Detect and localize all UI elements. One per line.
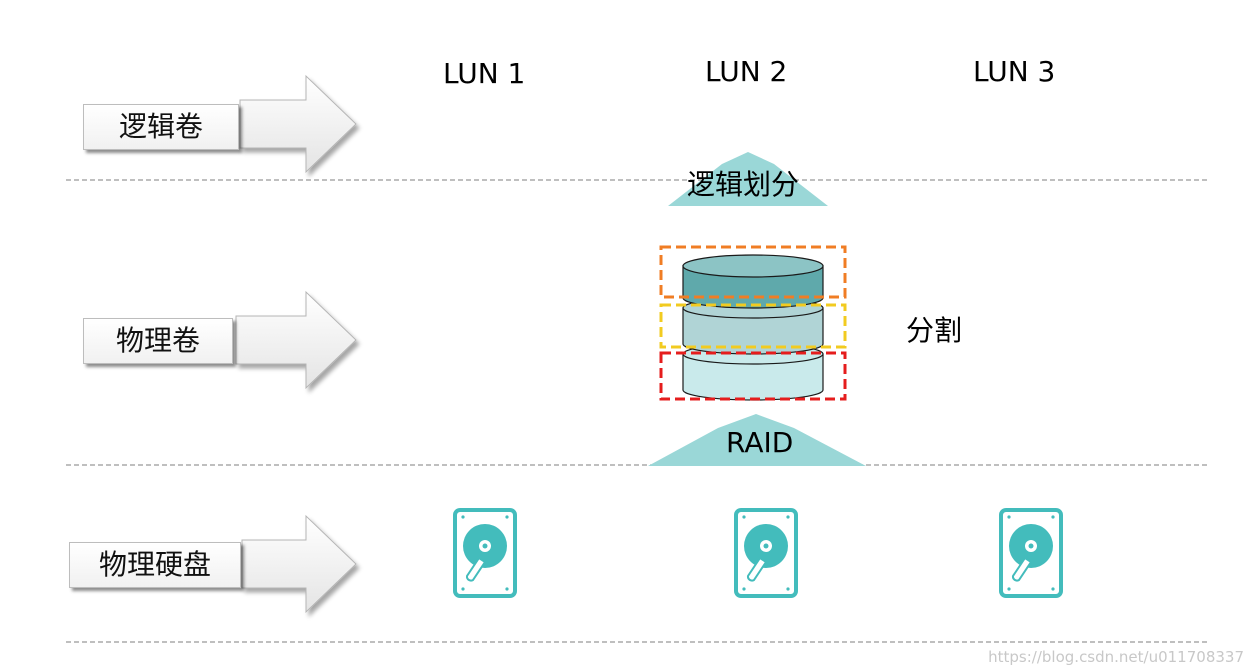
- lun-2-label: LUN 2: [705, 55, 788, 88]
- right-arrow-icon: [239, 74, 357, 174]
- raid-label: RAID: [726, 426, 794, 459]
- hard-disk-icon: [999, 508, 1063, 598]
- layer-label-physical-volume: 物理卷: [83, 318, 233, 364]
- lun-1-label: LUN 1: [443, 57, 526, 90]
- layer-label-logical-volume: 逻辑卷: [83, 104, 239, 150]
- split-label: 分割: [906, 314, 963, 347]
- partition-box-red: [659, 351, 847, 401]
- hard-disk-icon: [453, 508, 517, 598]
- right-arrow-icon: [241, 514, 357, 614]
- hard-disk-icon: [734, 508, 798, 598]
- layer-label-physical-disk: 物理硬盘: [69, 542, 241, 588]
- watermark: https://blog.csdn.net/u011708337: [988, 648, 1244, 666]
- right-arrow-icon: [235, 290, 357, 390]
- partition-box-yellow: [659, 303, 847, 349]
- up-arrow-icon: [668, 152, 828, 206]
- up-arrow-icon: [648, 414, 866, 466]
- disk-stack-icon: [682, 254, 824, 401]
- partition-box-orange: [659, 245, 847, 299]
- logical-split-label: 逻辑划分: [687, 168, 800, 201]
- lun-3-label: LUN 3: [973, 55, 1056, 88]
